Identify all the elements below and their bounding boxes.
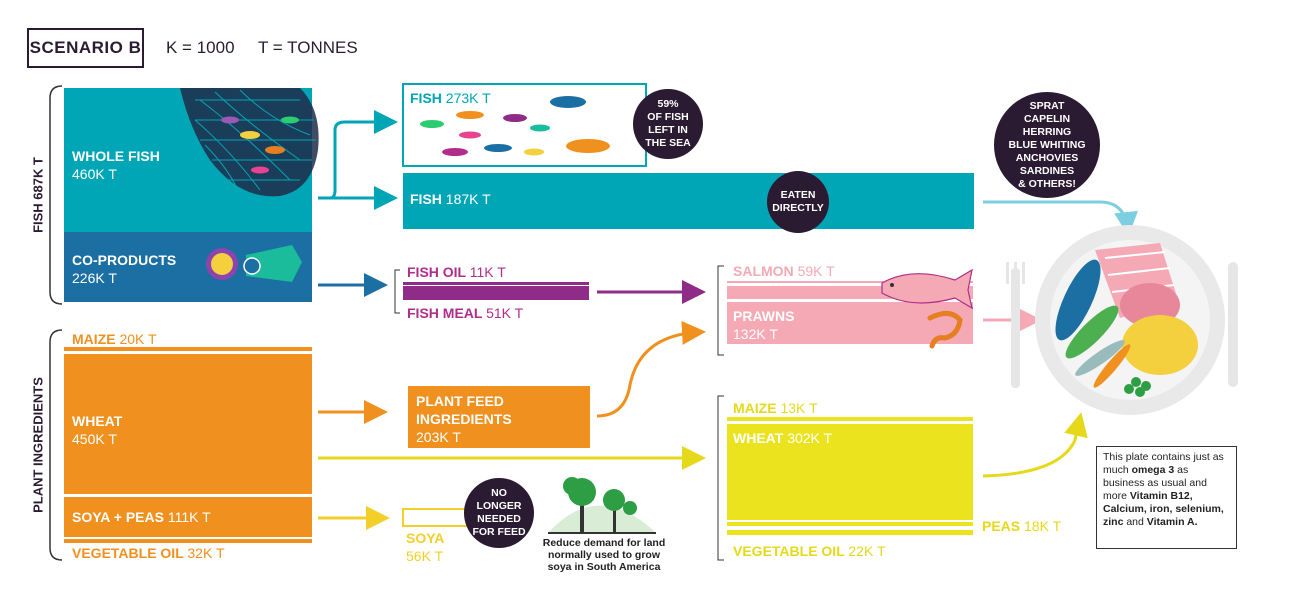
plate-note-nutrients: Vitamin B12, Calcium, iron, selenium, zi… [1103,490,1224,528]
plate-note-text-3: and [1123,516,1147,528]
plate-note-text-2: as business as usual and more [1103,464,1207,502]
veg-oil-label: VEGETABLE OIL 32K T [72,545,225,561]
fish-eaten-bar [403,173,974,229]
scenario-badge: SCENARIO B [27,28,144,68]
soya-peas-block [64,497,312,537]
prawns-label: PRAWNS 132K T [733,308,795,342]
plate-note-text: This plate contains just as much [1103,451,1224,476]
plant-out-bracket [717,395,724,561]
out-veg-oil-label: VEGETABLE OIL 22K T [733,543,886,559]
out-maize-line [727,417,973,421]
co-products-illustration [206,245,302,282]
salmon-illustration [881,268,973,310]
fish-meal-bar [403,286,589,300]
scenario-title: SCENARIO B [29,38,142,57]
fish-sea-label: FISH 273K T [410,90,491,106]
plant-bracket [49,329,63,561]
plant-feed-block [408,386,590,448]
plant-feed-label: PLANT FEED INGREDIENTS 203K T [416,393,512,445]
oil-meal-bracket [394,269,400,314]
arrow-feed-to-prawns [596,320,706,418]
soya-peas-label: SOYA + PEAS 111K T [72,509,211,525]
soya-label: SOYA 56K T [406,530,445,564]
whole-fish-label: WHOLE FISH 460K T [72,148,160,182]
k-definition: K = 1000 [166,38,235,57]
wheat-block [64,354,312,494]
arrow-species-to-plate [983,200,1139,236]
trees-illustration [548,477,656,534]
veg-oil-line [64,539,312,543]
fish-left-callout: 59% OF FISH LEFT IN THE SEA [633,89,703,159]
no-longer-needed-callout: NO LONGER NEEDED FOR FEED [464,478,534,548]
maize-line [64,347,312,351]
out-peas-line [727,522,973,526]
species-callout: SPRAT CAPELIN HERRING BLUE WHITING ANCHO… [994,92,1100,198]
fish-net-illustration [180,88,319,197]
fish-bracket [49,85,63,305]
out-peas-label: PEAS 18K T [982,518,1062,534]
fish-meal-label: FISH MEAL 51K T [407,305,524,321]
plate-note-omega: omega 3 [1131,464,1175,476]
eaten-directly-callout: EATEN DIRECTLY [767,171,829,233]
salmon-bracket [717,265,724,356]
out-maize-label: MAIZE 13K T [733,400,818,416]
salmon-line [727,281,973,283]
plate-illustration [1006,225,1238,415]
fish-oil-label: FISH OIL 11K T [407,264,506,280]
plate-note-vitamin-a: Vitamin A. [1146,516,1198,528]
arrow-plant-to-plate [982,412,1088,478]
salmon-label: SALMON 59K T [733,263,835,279]
arrow-to-fish-sea [318,110,398,200]
prawn-illustration [927,311,963,349]
land-note: Reduce demand for land normally used to … [542,537,666,573]
wheat-label: WHEAT 450K T [72,413,123,447]
plate-note-box: This plate contains just as much omega 3… [1096,446,1237,549]
swimming-fish-illustration [420,96,610,156]
co-products-label: CO-PRODUCTS 226K T [72,252,177,286]
fish-oil-line [403,282,589,285]
out-wheat-block [727,424,973,520]
t-definition: T = TONNES [258,38,358,57]
out-veg-oil-line [727,530,973,535]
maize-label: MAIZE 20K T [72,331,157,347]
fish-eaten-label: FISH 187K T [410,191,491,207]
salmon-line-top [727,299,973,302]
out-wheat-label: WHEAT 302K T [733,430,833,446]
